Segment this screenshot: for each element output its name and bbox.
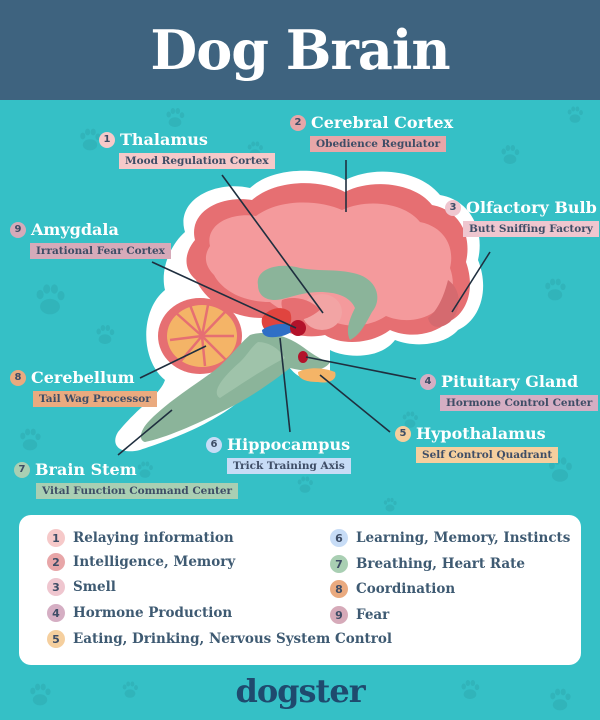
legend-text: Breathing, Heart Rate xyxy=(356,556,525,572)
part-name: Pituitary Gland xyxy=(441,372,579,391)
part-name: Thalamus xyxy=(120,130,208,149)
part-nickname: Irrational Fear Cortex xyxy=(30,243,171,259)
part-nickname: Tail Wag Processor xyxy=(33,391,157,407)
pituitary-gland-shape xyxy=(298,351,308,363)
part-name: Cerebellum xyxy=(31,368,135,387)
label-cerebellum: 8 Cerebellum Tail Wag Processor xyxy=(10,368,157,407)
part-nickname: Butt Sniffing Factory xyxy=(463,221,599,237)
legend-text: Fear xyxy=(356,607,390,623)
number-badge: 4 xyxy=(420,373,436,390)
number-badge: 4 xyxy=(47,604,65,622)
part-name: Olfactory Bulb xyxy=(466,198,597,217)
part-nickname: Vital Function Command Center xyxy=(36,483,239,499)
label-olfactory-bulb: 3 Olfactory Bulb Butt Sniffing Factory xyxy=(445,198,599,237)
label-cerebral-cortex: 2 Cerebral Cortex Obedience Regulator xyxy=(290,113,453,152)
part-name: Amygdala xyxy=(31,220,119,239)
part-name: Brain Stem xyxy=(35,460,137,479)
label-hypothalamus: 5 Hypothalamus Self Control Quadrant xyxy=(395,424,559,463)
number-badge: 6 xyxy=(330,529,348,547)
label-amygdala: 9 Amygdala Irrational Fear Cortex xyxy=(10,220,171,259)
legend-text: Eating, Drinking, Nervous System Control xyxy=(73,631,393,647)
number-badge: 3 xyxy=(47,578,65,596)
number-badge: 5 xyxy=(47,630,65,648)
number-badge: 9 xyxy=(10,221,26,238)
amygdala-dot xyxy=(290,320,306,336)
number-badge: 8 xyxy=(330,580,348,598)
number-badge: 1 xyxy=(47,529,65,547)
header-banner: Dog Brain xyxy=(0,0,600,100)
part-nickname: Obedience Regulator xyxy=(310,136,447,152)
legend-text: Coordination xyxy=(356,581,456,597)
label-brain-stem: 7 Brain Stem Vital Function Command Cent… xyxy=(14,460,239,499)
hypothalamus-shape xyxy=(298,368,336,383)
number-badge: 9 xyxy=(330,606,348,624)
part-name: Hippocampus xyxy=(227,435,351,454)
page-title: Dog Brain xyxy=(150,18,450,82)
dogster-logo: dogster xyxy=(235,672,365,710)
leader-hypothalamus xyxy=(319,374,391,433)
label-pituitary-gland: 4 Pituitary Gland Hormone Control Center xyxy=(420,372,599,411)
limbic-band-shape xyxy=(257,265,378,340)
leader-amygdala xyxy=(151,261,297,329)
part-name: Cerebral Cortex xyxy=(311,113,454,132)
number-badge: 8 xyxy=(10,369,26,386)
legend-item: 6 Learning, Memory, Instincts xyxy=(330,529,570,547)
leader-brain-stem xyxy=(117,409,173,456)
number-badge: 3 xyxy=(445,199,461,216)
legend-panel: 1 Relaying information 2 Intelligence, M… xyxy=(19,515,581,665)
legend-item: 8 Coordination xyxy=(330,580,455,598)
number-badge: 7 xyxy=(14,461,30,478)
brain-illustration xyxy=(115,160,491,456)
number-badge: 7 xyxy=(330,555,348,573)
label-thalamus: 1 Thalamus Mood Regulation Cortex xyxy=(99,130,275,169)
part-name: Hypothalamus xyxy=(416,424,546,443)
hippocampus-shape xyxy=(262,323,296,338)
legend-text: Hormone Production xyxy=(73,605,233,621)
legend-text: Relaying information xyxy=(73,530,234,546)
number-badge: 2 xyxy=(290,114,306,131)
legend-item: 5 Eating, Drinking, Nervous System Contr… xyxy=(47,630,392,648)
number-badge: 6 xyxy=(206,436,222,453)
legend-item: 4 Hormone Production xyxy=(47,604,232,622)
number-badge: 1 xyxy=(99,131,115,148)
legend-item: 7 Breathing, Heart Rate xyxy=(330,555,525,573)
number-badge: 2 xyxy=(47,553,65,571)
legend-text: Intelligence, Memory xyxy=(73,554,236,570)
leader-pituitary-gland xyxy=(305,356,417,380)
legend-item: 9 Fear xyxy=(330,606,389,624)
leader-cerebellum xyxy=(139,345,207,379)
legend-text: Learning, Memory, Instincts xyxy=(356,530,571,546)
leader-hippocampus xyxy=(279,337,291,433)
leader-thalamus xyxy=(221,174,324,314)
legend-item: 3 Smell xyxy=(47,578,116,596)
part-nickname: Trick Training Axis xyxy=(227,458,351,474)
olfactory-bulb-shape xyxy=(428,280,459,327)
part-nickname: Mood Regulation Cortex xyxy=(119,153,275,169)
label-hippocampus: 6 Hippocampus Trick Training Axis xyxy=(206,435,351,474)
part-nickname: Self Control Quadrant xyxy=(416,447,559,463)
legend-item: 2 Intelligence, Memory xyxy=(47,553,235,571)
part-nickname: Hormone Control Center xyxy=(440,395,599,411)
legend-text: Smell xyxy=(73,579,116,595)
number-badge: 5 xyxy=(395,425,411,442)
leader-olfactory-bulb xyxy=(451,251,491,313)
legend-item: 1 Relaying information xyxy=(47,529,234,547)
